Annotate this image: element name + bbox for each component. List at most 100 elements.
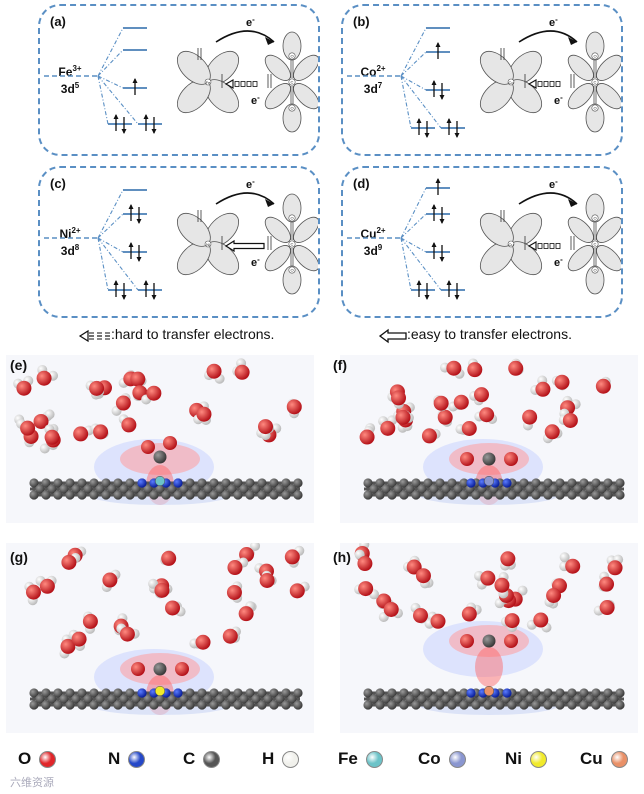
svg-text:O: O [290,54,293,59]
sim-panel-g-co2-adsorbate [131,662,189,676]
svg-text:e-: e- [246,177,255,191]
sim-panel-g-graphene [29,685,303,710]
legend-symbol: H [262,749,275,768]
watermark: 六维资源 [10,777,54,789]
panel-c-orbital-level [123,204,147,224]
legend-item-fe: Fe [338,744,383,774]
panel-a-orbital-level [123,78,147,95]
legend-fe-swatch [365,750,383,768]
hard-arrow-legend: :hard to transfer electrons. [78,326,338,346]
panel-a-metal-orbital: Fe [176,48,240,114]
sim-panel-g-render [24,543,310,715]
svg-text:C: C [594,80,597,85]
sim-panel-f-graphene [363,475,625,500]
panel-a-donation-arrow: e- [215,15,275,45]
sim-panel-h-label: (h) [333,549,351,565]
sim-panel-h-water-molecules [354,543,624,633]
svg-text:Fe: Fe [206,80,211,85]
panel-b-orbital-level [411,118,435,138]
atom-color-legend: O N C H Fe Co Ni Cu [0,744,644,774]
svg-text:Ni: Ni [206,242,210,247]
svg-text:O: O [290,106,293,111]
sim-panel-e-label: (e) [10,357,28,373]
svg-text:e-: e- [549,15,558,29]
sim-panel-e-co2-adsorbate [141,436,177,464]
panel-b-orbital-level [441,118,465,138]
panel-a-back-donation-arrow: e- [224,79,260,107]
svg-text:e-: e- [251,93,260,107]
legend-item-h: H [262,744,300,774]
sim-panel-e-water-molecules [13,358,302,454]
panel-b-orbital-level [426,80,450,100]
legend-symbol: N [108,749,121,768]
sim-panel-h-graphene [363,685,625,710]
legend-symbol: Co [418,749,441,768]
sim-panel-f-label: (f) [333,357,347,373]
panel-c-co2-orbital: OCO [264,193,318,295]
svg-text:O: O [290,268,293,273]
sim-panel-f-co2-adsorbate [460,452,518,466]
svg-text:C: C [594,242,597,247]
svg-text:Co: Co [508,80,514,85]
panel-b-back-donation-arrow: e- [527,79,563,107]
legend-symbol: O [18,749,32,768]
panel-c-orbital-level [123,242,147,262]
hard-arrow-icon [78,329,110,343]
panel-c-orbital-level [108,280,132,300]
panel-c-orbital-level [138,280,162,300]
svg-text:O: O [593,106,596,111]
sim-panel-f-render [359,358,625,505]
legend-co-swatch [448,750,466,768]
svg-text:O: O [593,54,596,59]
sim-panel-g-water-molecules [24,543,310,659]
panel-c-diagram: Ni OCO e-e- [44,177,318,300]
legend-item-c: C [183,744,221,774]
easy-arrow-icon [378,328,407,344]
panel-d-orbital-level [426,178,450,195]
panel-c-donation-arrow: e- [215,177,275,207]
panel-d-donation-arrow: e- [518,177,578,207]
panel-d-orbital-level [426,242,450,262]
sim-panel-f [340,355,638,523]
sim-panel-f-water-molecules [359,358,611,445]
panel-a-orbital-level [108,114,132,134]
panel-c-label: (c) [50,176,66,191]
legend-h-swatch [282,750,300,768]
panel-b-label: (b) [353,14,370,29]
svg-text:e-: e- [246,15,255,29]
panel-d-orbital-level [441,280,465,300]
legend-item-n: N [108,744,146,774]
legend-item-co: Co [418,744,466,774]
legend-n-swatch [128,750,146,768]
panel-d-co2-orbital: OCO [567,193,621,295]
svg-text:e-: e- [549,177,558,191]
panel-d-back-donation-arrow: e- [527,241,563,269]
sim-panel-e-render [13,358,303,505]
easy-arrow-legend: :easy to transfer electrons. [378,326,638,346]
sim-panel-e-graphene [29,475,303,500]
legend-symbol: Fe [338,749,358,768]
legend-item-ni: Ni [505,744,547,774]
legend-symbol: Ni [505,749,522,768]
svg-text:C: C [291,80,294,85]
legend-item-cu: Cu [580,744,628,774]
legend-symbol: Cu [580,749,603,768]
legend-c-swatch [203,750,221,768]
legend-symbol: C [183,749,196,768]
panel-c-metal-orbital: Ni [176,210,240,276]
legend-ni-swatch [530,750,547,768]
legend-o-swatch [39,750,57,768]
svg-text:O: O [290,216,293,221]
svg-text:e-: e- [554,93,563,107]
legend-cu-swatch [610,750,628,768]
panel-a-co2-orbital: O C O [264,31,318,133]
sim-panel-g [6,543,314,733]
svg-text:e-: e- [251,255,260,269]
panel-a-label: (a) [50,14,66,29]
